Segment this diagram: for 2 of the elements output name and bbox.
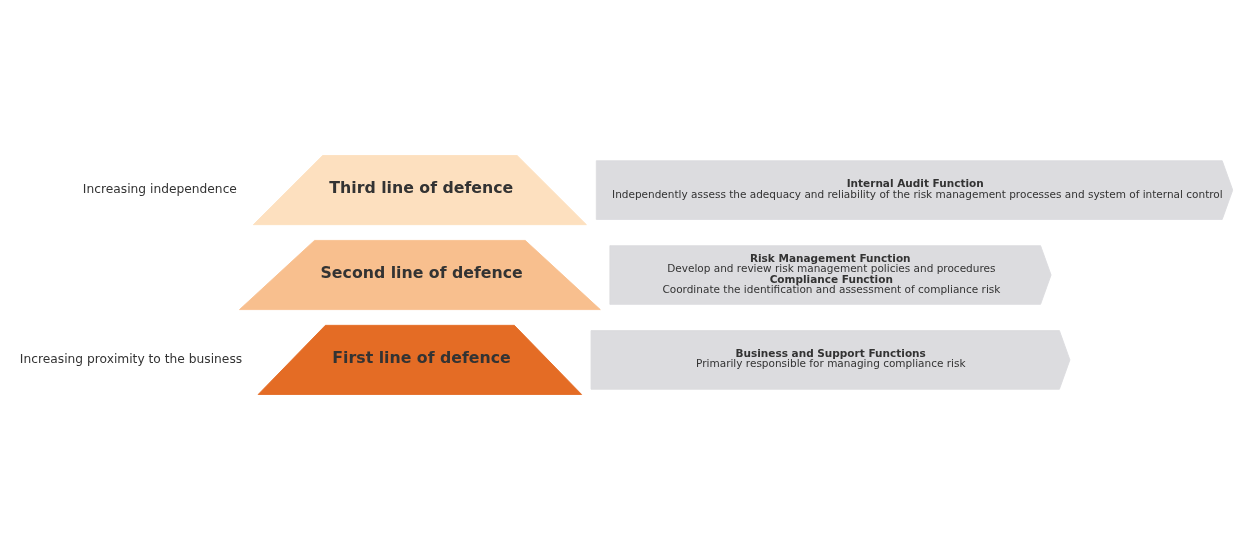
label: Increasing independence <box>82 182 237 197</box>
label: Increasing proximity to the business <box>19 352 243 367</box>
